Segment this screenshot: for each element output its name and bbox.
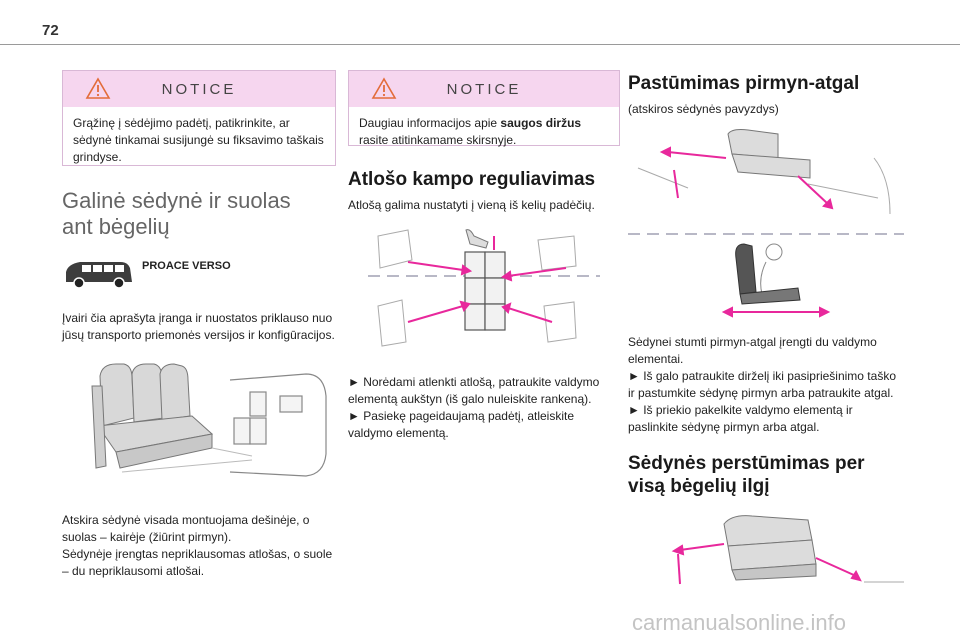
notice-text-bold: saugos diržus xyxy=(500,116,582,130)
notice-box-2: NOTICE Daugiau informacijos apie saugos … xyxy=(348,70,620,147)
section-title-line-2: ant bėgelių xyxy=(62,214,170,239)
page-number: 72 xyxy=(42,22,59,39)
intro-paragraph: Įvairi čia aprašyta įranga ir nuostatos … xyxy=(62,311,335,342)
section-heading-3: Pastūmimas pirmyn-atgal xyxy=(628,73,860,94)
notice-header-2: NOTICE xyxy=(349,71,619,107)
notice-header: NOTICE xyxy=(63,71,335,107)
slide-illustration xyxy=(628,128,904,318)
section-heading-4: Sėdynės perstūmimas per visą bėgelių ilg… xyxy=(628,452,904,498)
top-rule xyxy=(0,44,960,45)
watermark: carmanualsonline.info xyxy=(632,610,847,635)
notice-title: NOTICE xyxy=(161,80,237,98)
rail-illustration xyxy=(628,510,904,606)
notice-text-2: Daugiau informacijos apie saugos diržus … xyxy=(349,107,619,159)
seat-illustration xyxy=(62,356,336,486)
caption-2: Sėdynėje įrengtas nepriklausomas atlošas… xyxy=(62,547,333,578)
step-1: ► Norėdami atlenkti atlošą, patraukite v… xyxy=(348,375,600,406)
pink-arrows xyxy=(671,543,862,585)
vehicle-top-view xyxy=(229,373,327,477)
van-icon xyxy=(62,258,134,290)
section-title-line-1: Galinė sėdynė ir suolas xyxy=(62,188,291,213)
seated-person-drawing xyxy=(760,243,794,295)
column-middle: NOTICE Daugiau informacijos apie saugos … xyxy=(348,70,620,442)
notice-text-after: rasite atitinkamame skirsnyje. xyxy=(359,133,517,147)
notice-text: Grąžinę į sėdėjimo padėtį, patikrinkite,… xyxy=(73,116,324,164)
section-title: Galinė sėdynė ir suolas ant bėgelių xyxy=(62,188,336,240)
notice-text-before: Daugiau informacijos apie xyxy=(359,116,501,130)
section-heading: Atlošo kampo reguliavimas xyxy=(348,169,596,190)
pink-arrows xyxy=(407,236,567,323)
intro-text: Atlošą galima nustatyti į vieną iš kelių… xyxy=(348,198,595,212)
bench-seat-drawing xyxy=(91,363,214,469)
pink-arrows xyxy=(659,146,834,210)
caption-1: Atskira sėdynė visada montuojama dešinėj… xyxy=(62,513,310,544)
column-right: Pastūmimas pirmyn-atgal (atskiros sėdynė… xyxy=(628,70,904,606)
notice-title-2: NOTICE xyxy=(446,80,522,98)
backrest-illustration xyxy=(348,226,620,356)
column-left: NOTICE Grąžinę į sėdėjimo padėtį, patikr… xyxy=(62,70,336,580)
notice-box: NOTICE Grąžinę į sėdėjimo padėtį, patikr… xyxy=(62,70,336,166)
warning-icon xyxy=(371,77,397,100)
step-1-right: ► Iš galo patraukite dirželį iki pasipri… xyxy=(628,369,896,400)
text-1: Sėdynei stumti pirmyn-atgal įrengti du v… xyxy=(628,335,877,366)
model-label: PROACE VERSO xyxy=(142,260,231,272)
warning-icon xyxy=(85,77,111,100)
heading-2-line-1: Sėdynės perstūmimas per xyxy=(628,453,865,474)
model-row: PROACE VERSO xyxy=(62,258,336,290)
step-2-right: ► Iš priekio pakelkite valdymo elementą … xyxy=(628,403,853,434)
step-2: ► Pasiekę pageidaujamą padėtį, atleiskit… xyxy=(348,409,575,440)
subtitle: (atskiros sėdynės pavyzdys) xyxy=(628,102,779,116)
heading-2-line-2: visą bėgelių ilgį xyxy=(628,476,770,497)
